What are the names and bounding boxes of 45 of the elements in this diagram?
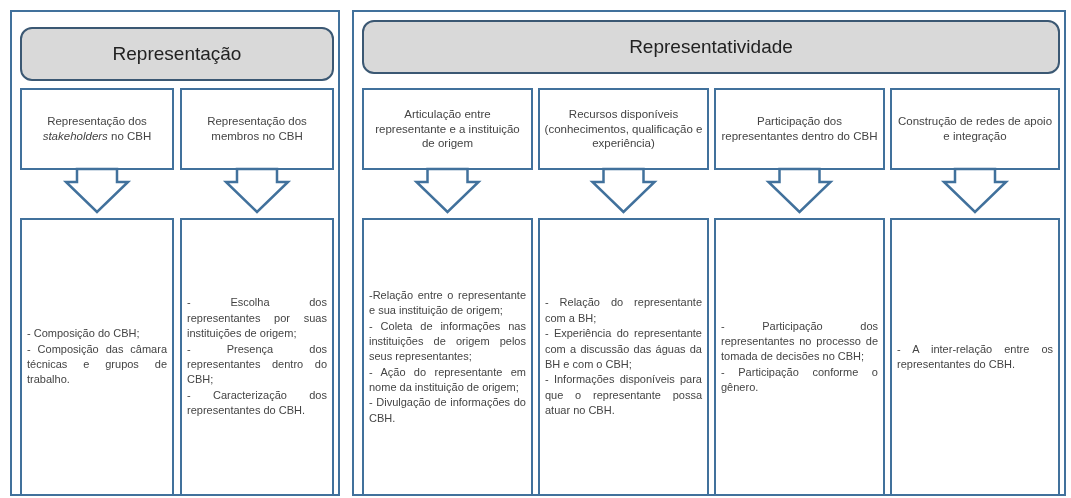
detail-item: - Caracterização dos representantes do CBH. (187, 387, 327, 419)
block-arrow (62, 167, 132, 214)
detail-item: -Relação entre o representante e sua instituição de origem; (369, 287, 526, 319)
header-box (362, 20, 1060, 74)
group-panel (10, 10, 340, 496)
category-box (714, 88, 885, 170)
detail-item: - Participação conforme o gênero. (721, 364, 878, 396)
category-title: Articulação entre representante e a instituição de origem (374, 106, 521, 152)
detail-box (538, 218, 709, 496)
detail-item: - Experiência do representante com a discussão das águas da BH e com o CBH; (545, 326, 702, 372)
block-arrow (940, 167, 1010, 214)
category-box (180, 88, 334, 170)
category-title: Participação dos representantes dentro do CBH (720, 114, 879, 144)
block-arrow (589, 167, 658, 214)
header-title: Representatividade (629, 36, 793, 58)
block-arrow (222, 167, 292, 214)
detail-item: - Relação do representante com a BH; (545, 295, 702, 326)
block-arrow (765, 167, 834, 214)
detail-box (20, 218, 174, 496)
category-title: Representação dos membros no CBH (206, 114, 308, 144)
category-title: Recursos disponíveis (conhecimentos, qualificação e experiência) (544, 106, 703, 152)
category-title: Construção de redes de apoio e integração (896, 114, 1054, 144)
detail-box (180, 218, 334, 496)
category-box (362, 88, 533, 170)
group-panel (352, 10, 1066, 496)
category-box (20, 88, 174, 170)
detail-item: - Participação dos representantes no processo de tomada de decisões no CBH; (721, 318, 878, 365)
detail-box (714, 218, 885, 496)
detail-item: - Composição do CBH; (27, 326, 141, 342)
category-box (538, 88, 709, 170)
block-arrow (413, 167, 482, 214)
category-title: Representação dos stakeholders no CBH (41, 114, 153, 144)
header-title: Representação (112, 43, 242, 65)
detail-item: - Escolha dos representantes por suas instituições de origem; (187, 295, 327, 342)
category-box (890, 88, 1060, 170)
detail-item: - Presença dos representantes dentro do CBH; (187, 341, 327, 388)
detail-item: - Coleta de informações nas instituições de origem pelos seus representantes; (369, 318, 526, 365)
detail-item: - Composição das câmara técnicas e grupos de trabalho. (27, 341, 167, 388)
detail-item: - Divulgação de informações do CBH. (369, 395, 526, 426)
detail-item: - A inter-relação entre os representantes do CBH. (897, 341, 1053, 372)
detail-box (362, 218, 533, 496)
detail-item: - Informações disponíveis para que o representante possa atuar no CBH. (545, 372, 702, 419)
header-box (20, 27, 334, 81)
detail-box (890, 218, 1060, 496)
detail-item: - Ação do representante em nome da instituição de origem; (369, 364, 526, 396)
